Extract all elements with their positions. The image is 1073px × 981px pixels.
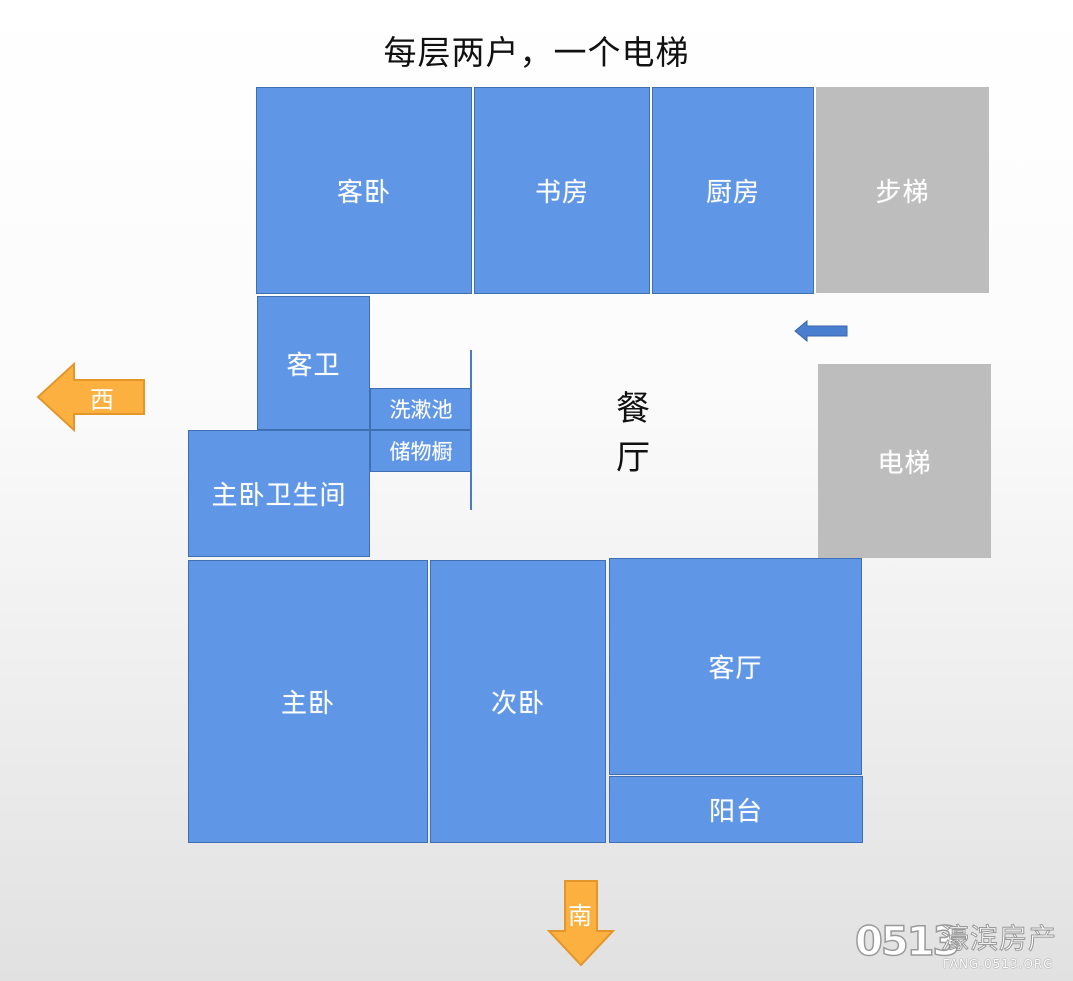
room-storage-cabinet: 储物橱 — [370, 430, 472, 472]
room-label: 客厅 — [708, 654, 763, 684]
room-label: 主卧卫生间 — [211, 481, 347, 511]
room-kitchen: 厨房 — [652, 87, 814, 294]
room-label: 洗漱池 — [389, 398, 453, 422]
room-label: 次卧 — [490, 689, 545, 719]
room-label: 客卫 — [286, 350, 341, 381]
room-guest-bedroom: 客卧 — [256, 87, 472, 294]
room-master-bedroom: 主卧 — [188, 560, 428, 843]
room-elevator: 电梯 — [818, 364, 991, 558]
room-stairs: 步梯 — [816, 87, 989, 293]
room-balcony: 阳台 — [609, 776, 863, 843]
logo-url: FANG.0513.ORG — [943, 957, 1054, 971]
room-label: 客卧 — [336, 178, 391, 208]
room-label: 储物橱 — [389, 440, 453, 464]
logo-name: 濠滨房产 — [940, 922, 1058, 956]
room-wash-basin: 洗漱池 — [370, 388, 472, 430]
south-arrow-icon — [546, 880, 616, 967]
dining-wall-line — [470, 350, 472, 510]
room-label: 阳台 — [708, 797, 763, 827]
entry-arrow-icon — [794, 319, 848, 343]
south-direction-label: 南 — [568, 901, 592, 930]
room-living-room: 客厅 — [609, 558, 862, 775]
room-study: 书房 — [474, 87, 650, 294]
room-label: 电梯 — [877, 448, 932, 479]
plan-title: 每层两户，一个电梯 — [383, 33, 690, 72]
room-second-bedroom: 次卧 — [430, 560, 606, 843]
brand-logo: 0513 濠滨房产 FANG.0513.ORG — [854, 918, 1067, 973]
logo-mark: 0513 — [854, 918, 961, 966]
room-guest-bathroom: 客卫 — [257, 296, 370, 430]
west-arrow-icon — [36, 361, 145, 433]
west-direction-label: 西 — [90, 385, 114, 414]
room-dining-hall-label: 餐厅 — [616, 389, 706, 478]
room-master-bathroom: 主卧卫生间 — [188, 430, 370, 557]
room-label: 书房 — [534, 178, 589, 208]
room-label: 步梯 — [875, 177, 930, 208]
room-label: 主卧 — [280, 689, 335, 719]
room-label: 厨房 — [705, 178, 760, 208]
